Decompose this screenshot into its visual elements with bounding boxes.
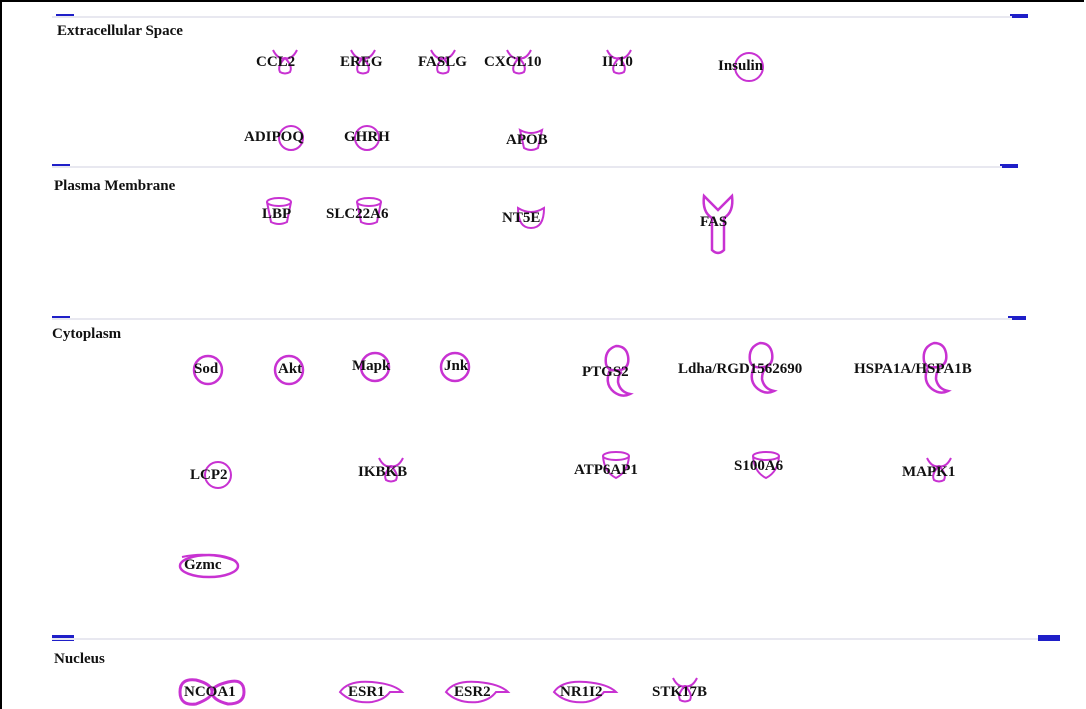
node-stk17b[interactable]: STK17B <box>652 677 708 703</box>
node-ncoa1[interactable]: NCOA1 <box>178 678 246 706</box>
node-mapk[interactable]: Mapk <box>352 351 391 383</box>
node-sod[interactable]: Sod <box>192 354 224 386</box>
node-label: Sod <box>194 361 219 377</box>
node-label: Ldha/RGD1562690 <box>678 361 803 377</box>
node-esr1[interactable]: ESR1 <box>338 680 405 704</box>
region-marker <box>1010 14 1028 18</box>
node-lcp2[interactable]: LCP2 <box>190 461 232 489</box>
node-ereg[interactable]: EREG <box>340 49 383 75</box>
region-divider <box>52 166 1002 168</box>
node-label: ESR1 <box>348 684 385 700</box>
node-jnk[interactable]: Jnk <box>439 351 471 383</box>
node-nr1i2[interactable]: NR1I2 <box>552 680 619 704</box>
node-label: SLC22A6 <box>326 206 389 222</box>
node-ptgs2[interactable]: PTGS2 <box>582 344 634 397</box>
region-marker <box>1000 164 1018 168</box>
node-label: EREG <box>340 54 383 70</box>
node-ccl2[interactable]: CCL2 <box>256 49 298 75</box>
node-label: MAPK1 <box>902 464 956 480</box>
node-label: Jnk <box>444 358 469 374</box>
node-akt[interactable]: Akt <box>273 354 305 386</box>
node-label: NR1I2 <box>560 684 603 700</box>
node-label: APOB <box>506 132 548 148</box>
node-label: GHRH <box>344 129 390 145</box>
node-hspa1a[interactable]: HSPA1A/HSPA1B <box>854 341 972 394</box>
node-label: NT5E <box>502 210 541 226</box>
node-label: FAS <box>700 214 728 230</box>
node-esr2[interactable]: ESR2 <box>444 680 511 704</box>
node-label: S100A6 <box>734 458 784 474</box>
node-label: PTGS2 <box>582 364 629 380</box>
node-label: STK17B <box>652 684 708 700</box>
node-gzmc[interactable]: Gzmc <box>178 553 240 579</box>
node-faslg[interactable]: FASLG <box>418 49 467 75</box>
node-fas[interactable]: FAS <box>700 193 734 255</box>
node-apob[interactable]: APOB <box>506 128 548 151</box>
region-divider <box>52 16 1012 18</box>
node-slc22a6[interactable]: SLC22A6 <box>326 197 389 225</box>
region-divider <box>52 638 1038 640</box>
region-marker <box>1038 635 1060 641</box>
region-label-nucleus: Nucleus <box>54 651 105 667</box>
node-ikbkb[interactable]: IKBKB <box>358 457 408 483</box>
node-label: ADIPOQ <box>244 129 304 145</box>
region-label-cytoplasm: Cytoplasm <box>52 326 122 342</box>
node-label: Insulin <box>718 58 764 74</box>
node-label: CCL2 <box>256 54 296 70</box>
node-label: ATP6AP1 <box>574 462 638 478</box>
node-s100a6[interactable]: S100A6 <box>734 451 784 480</box>
node-il10[interactable]: IL10 <box>602 49 633 75</box>
node-label: LBP <box>262 206 292 222</box>
node-insulin[interactable]: Insulin <box>718 52 764 82</box>
node-label: HSPA1A/HSPA1B <box>854 361 972 377</box>
node-label: FASLG <box>418 54 467 70</box>
node-label: CXCL10 <box>484 54 542 70</box>
node-cxcl10[interactable]: CXCL10 <box>484 49 542 75</box>
region-label-extracellular-space: Extracellular Space <box>57 23 183 39</box>
node-label: Mapk <box>352 358 391 374</box>
node-lbp[interactable]: LBP <box>262 197 292 225</box>
node-label: Gzmc <box>184 557 222 573</box>
region-label-plasma-membrane: Plasma Membrane <box>54 178 176 194</box>
node-atp6ap1[interactable]: ATP6AP1 <box>574 451 638 480</box>
node-label: ESR2 <box>454 684 491 700</box>
node-label: IL10 <box>602 54 633 70</box>
node-label: LCP2 <box>190 467 228 483</box>
node-ghrh[interactable]: GHRH <box>344 125 390 151</box>
node-label: NCOA1 <box>184 684 236 700</box>
node-ldha[interactable]: Ldha/RGD1562690 <box>678 341 803 394</box>
region-marker <box>1008 316 1026 320</box>
region-divider <box>52 318 1012 320</box>
node-nt5e[interactable]: NT5E <box>502 206 546 230</box>
node-adipoq[interactable]: ADIPOQ <box>244 125 304 151</box>
node-label: IKBKB <box>358 464 408 480</box>
node-mapk1[interactable]: MAPK1 <box>902 457 956 483</box>
node-label: Akt <box>278 361 303 377</box>
